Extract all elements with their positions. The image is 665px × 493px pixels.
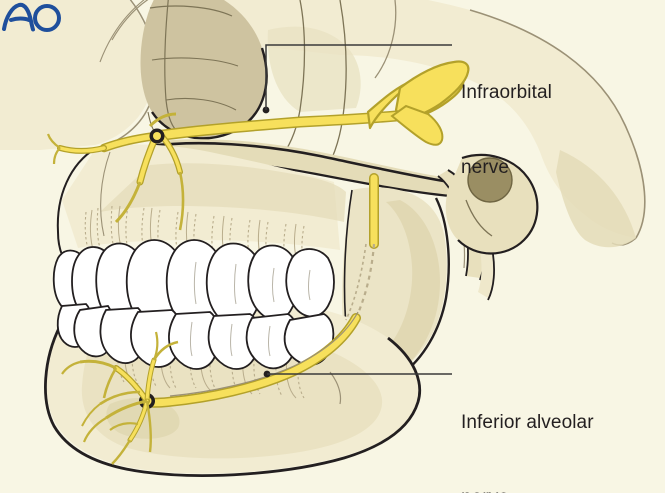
tooth-detail-lines [190, 261, 311, 357]
maxillary-teeth [52, 239, 335, 331]
nerve-infraorbital [46, 60, 470, 231]
nerve-inferior-alveolar [61, 173, 380, 465]
leader-line-infraorbital [262, 44, 452, 114]
label-inferior-alveolar-line2: nerve [461, 485, 594, 493]
leader-line-inferior-alveolar [263, 370, 452, 378]
label-inferior-alveolar-line1: Inferior alveolar [461, 412, 594, 433]
mandibular-teeth [56, 303, 335, 370]
ao-logo [2, 2, 61, 32]
label-infraorbital-nerve: Infraorbital nerve [461, 30, 552, 230]
external-auditory-meatus [468, 158, 512, 202]
label-inferior-alveolar-nerve: Inferior alveolar nerve [461, 360, 594, 493]
cranium [160, 0, 646, 248]
mandibular-condyle [445, 153, 539, 255]
label-infraorbital-line2: nerve [461, 157, 510, 178]
label-infraorbital-line1: Infraorbital [461, 82, 552, 103]
nasal-and-temporal [267, 0, 361, 159]
